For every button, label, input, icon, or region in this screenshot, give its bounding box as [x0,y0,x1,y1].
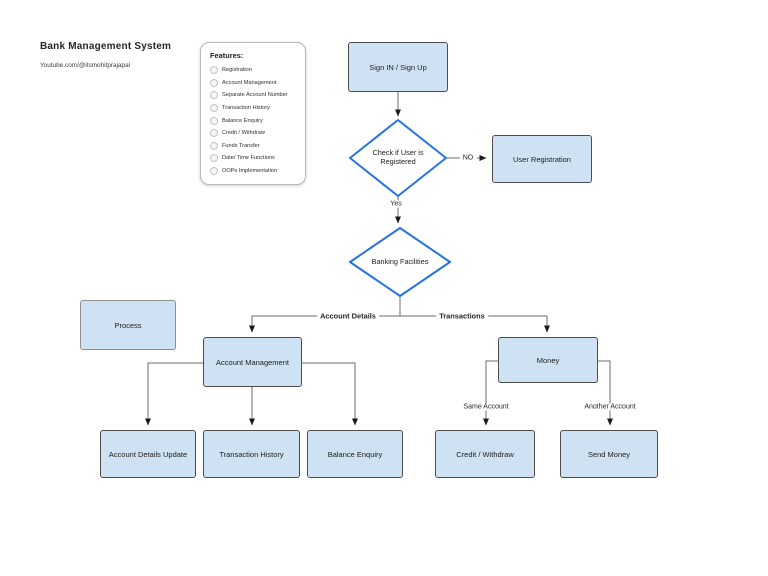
feature-label: Credit / Withdraw [222,130,265,137]
feature-item: Balance Enquiry [210,114,296,127]
feature-item: Date/ Time Functions [210,152,296,165]
features-panel: Features: Registration Account Managemen… [200,42,306,185]
radio-circle-icon [210,91,218,100]
feature-item: OOPs Implementation [210,165,296,178]
diamond-label-banking-facilities: Banking Facilities [371,257,429,266]
node-transaction-history[interactable]: Transaction History [203,430,300,478]
node-money[interactable]: Money [498,337,598,383]
feature-label: Separate Account Number [222,92,288,99]
edge-label-no: NO [459,154,477,162]
node-sign-in[interactable]: Sign IN / Sign Up [348,42,448,92]
feature-item: Separate Account Number [210,89,296,102]
radio-circle-icon [210,154,218,163]
radio-circle-icon [210,78,218,87]
edge-to-account-details-update [145,362,203,426]
feature-label: Transaction History [222,105,270,112]
decision-diamond-check-registered[interactable] [349,119,447,197]
node-send-money[interactable]: Send Money [560,430,658,478]
node-balance-enquiry[interactable]: Balance Enquiry [307,430,403,478]
node-process-legend[interactable]: Process [80,300,176,350]
feature-item: Credit / Withdraw [210,127,296,140]
feature-item: Registration [210,64,296,77]
edge-to-send-money [597,360,613,426]
radio-circle-icon [210,167,218,176]
edge-label-transactions: Transactions [436,311,488,321]
page-title: Bank Management System [40,41,172,52]
node-user-registration[interactable]: User Registration [492,135,592,183]
feature-item: Account Management [210,77,296,90]
feature-label: Balance Enquiry [222,117,263,124]
edge-label-account-details: Account Details [317,311,379,321]
diamond-label-check-registered: Check if User is Registered [372,148,424,167]
feature-label: OOPs Implementation [222,168,278,175]
edge-label-same-account: Same Account [460,403,512,411]
feature-label: Registration [222,67,252,74]
node-account-details-update[interactable]: Account Details Update [100,430,196,478]
radio-circle-icon [210,116,218,125]
radio-circle-icon [210,66,218,75]
decision-diamond-banking-facilities[interactable] [349,227,451,297]
radio-circle-icon [210,129,218,138]
edge-to-credit-withdraw [483,360,498,426]
feature-label: Account Management [222,79,277,86]
edge-to-balance-enquiry [302,362,358,426]
feature-item: Transaction History [210,102,296,115]
feature-item: Funds Transfer [210,140,296,153]
radio-circle-icon [210,104,218,113]
node-credit-withdraw[interactable]: Credit / Withdraw [435,430,535,478]
radio-circle-icon [210,141,218,150]
features-title: Features: [210,51,244,60]
feature-label: Funds Transfer [222,142,260,149]
feature-label: Date/ Time Functions [222,155,275,162]
page-subtitle: Youtube.com/@itsmohitprajapal [40,62,131,69]
node-account-management[interactable]: Account Management [203,337,302,387]
edge-label-yes: Yes [387,200,405,208]
edge-label-another-account: Another Account [581,403,639,411]
